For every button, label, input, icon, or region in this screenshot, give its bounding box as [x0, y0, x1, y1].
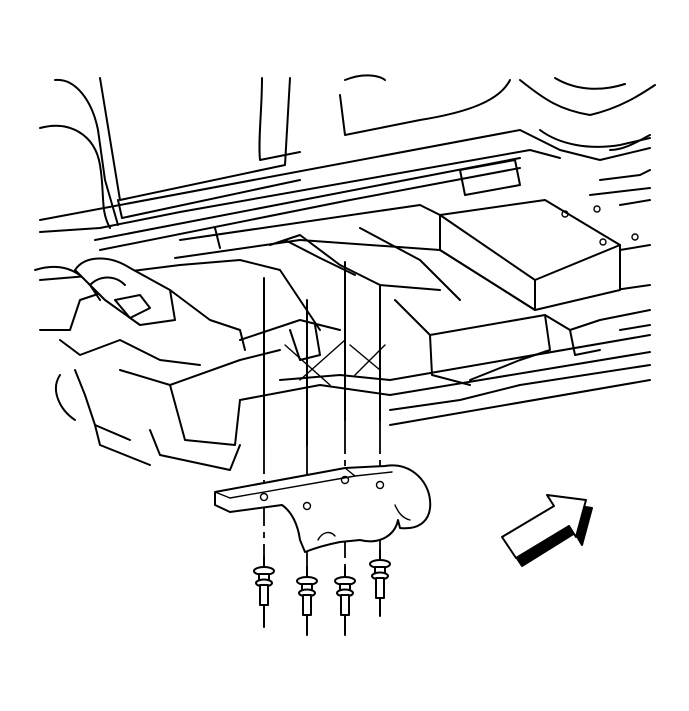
rivet-icon — [253, 549, 391, 636]
direction-arrow-icon — [501, 494, 593, 567]
reinforcement-bracket — [214, 464, 432, 553]
vehicle-underbody-frame — [34, 74, 656, 471]
